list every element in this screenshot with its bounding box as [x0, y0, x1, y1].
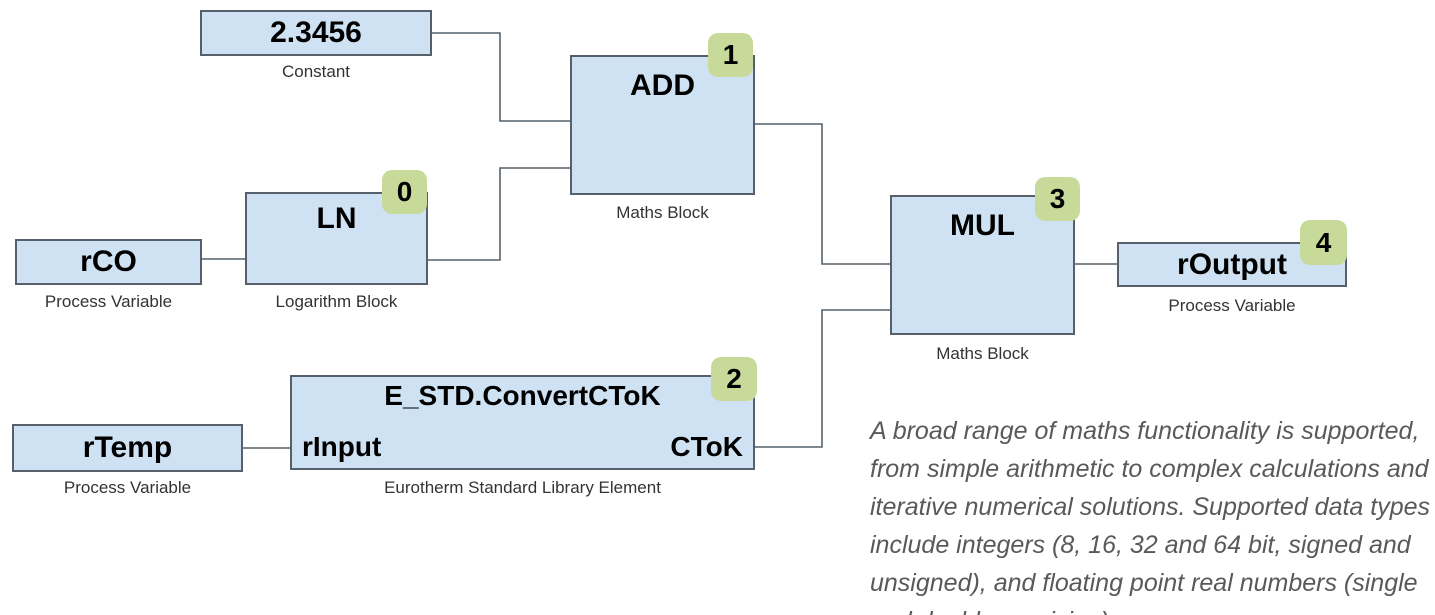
routput-caption: Process Variable [1168, 296, 1296, 315]
mul-caption: Maths Block [936, 344, 1029, 363]
add-caption: Maths Block [616, 203, 709, 222]
note-line: unsigned), and floating point real numbe… [870, 569, 1418, 597]
ln-title: LN [316, 202, 357, 235]
rco-block[interactable]: rCO [15, 239, 202, 285]
routput-badge: 4 [1300, 220, 1347, 265]
note-line: iterative numerical solutions. Supported… [870, 493, 1431, 521]
rco-label: rCO [80, 245, 137, 278]
add-title: ADD [630, 69, 695, 102]
constant-value: 2.3456 [270, 16, 362, 49]
mul-badge: 3 [1035, 177, 1080, 221]
ctok-badge: 2 [711, 357, 757, 401]
ctok-block[interactable]: E_STD.ConvertCToK rInput CToK [290, 375, 755, 470]
mul-title: MUL [950, 209, 1015, 242]
ctok-caption: Eurotherm Standard Library Element [384, 478, 661, 497]
constant-caption: Constant [281, 62, 351, 81]
ctok-input-port: rInput [302, 431, 382, 462]
rco-caption: Process Variable [44, 292, 173, 311]
note-line: include integers (8, 16, 32 and 64 bit, … [870, 531, 1411, 559]
ln-caption: Logarithm Block [275, 292, 398, 311]
routput-label: rOutput [1177, 247, 1287, 281]
rtemp-label: rTemp [82, 431, 173, 464]
wire-constant-to-add [432, 32, 570, 122]
add-block[interactable]: ADD [570, 55, 755, 195]
wire-add-to-mul [755, 123, 890, 265]
wire-ctok-to-mul [755, 309, 890, 448]
note-line: from simple arithmetic to complex calcul… [870, 455, 1429, 483]
rtemp-caption: Process Variable [63, 478, 192, 497]
ln-badge: 0 [382, 170, 427, 214]
constant-block[interactable]: 2.3456 [200, 10, 432, 56]
rtemp-block[interactable]: rTemp [12, 424, 243, 472]
ctok-output-port: CToK [670, 431, 743, 462]
wire-ln-to-add [428, 167, 570, 261]
note-line: A broad range of maths functionality is … [870, 417, 1420, 445]
ctok-title: E_STD.ConvertCToK [384, 380, 661, 411]
note-line: and double precision). [870, 602, 1435, 615]
description-note: A broad range of maths functionality is … [870, 412, 1435, 615]
add-badge: 1 [708, 33, 753, 77]
